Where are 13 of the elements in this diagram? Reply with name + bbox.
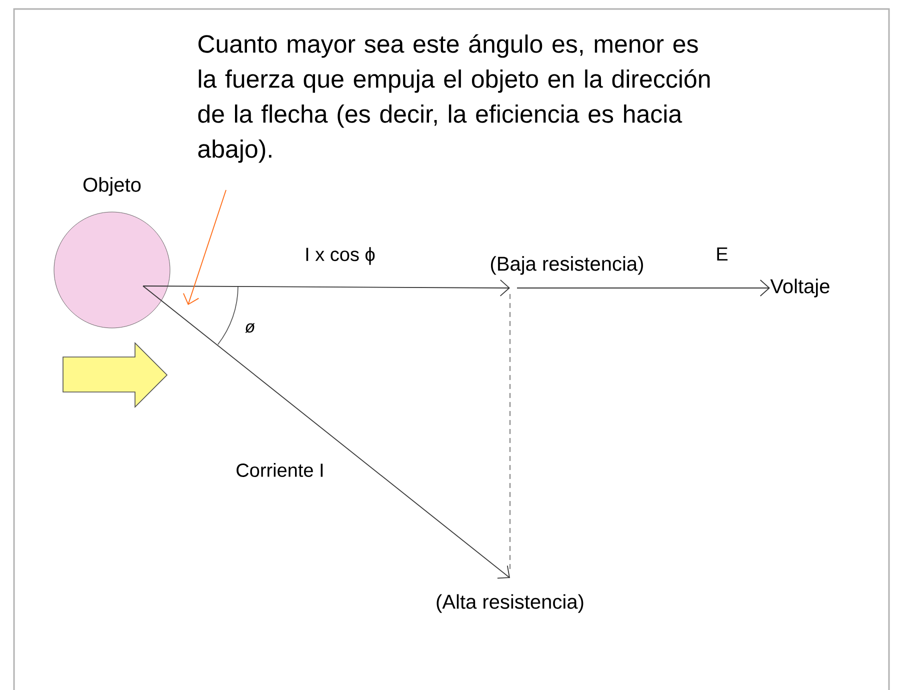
- point-label: (Baja resistencia): [491, 256, 643, 275]
- edge-label: E: [714, 246, 730, 262]
- arrow: [516, 280, 770, 296]
- edge-label: Corriente I: [234, 462, 326, 478]
- callout-text: Cuanto mayor sea este ángulo es, menor es la fuerza que empuja el objeto en la dirección de la flecha (es decir, la eficiencia es hacia abajo).: [198, 34, 710, 163]
- edge-label: I x cos ϕ: [304, 246, 376, 266]
- arrow: [142, 280, 510, 296]
- angle-symbol: ø: [245, 323, 255, 333]
- point-label: (Alta resistencia): [436, 594, 584, 613]
- arrow: [142, 286, 510, 579]
- leader-line: [183, 190, 226, 305]
- node-label: Objeto: [83, 177, 141, 196]
- point-label: Voltaje: [770, 278, 830, 298]
